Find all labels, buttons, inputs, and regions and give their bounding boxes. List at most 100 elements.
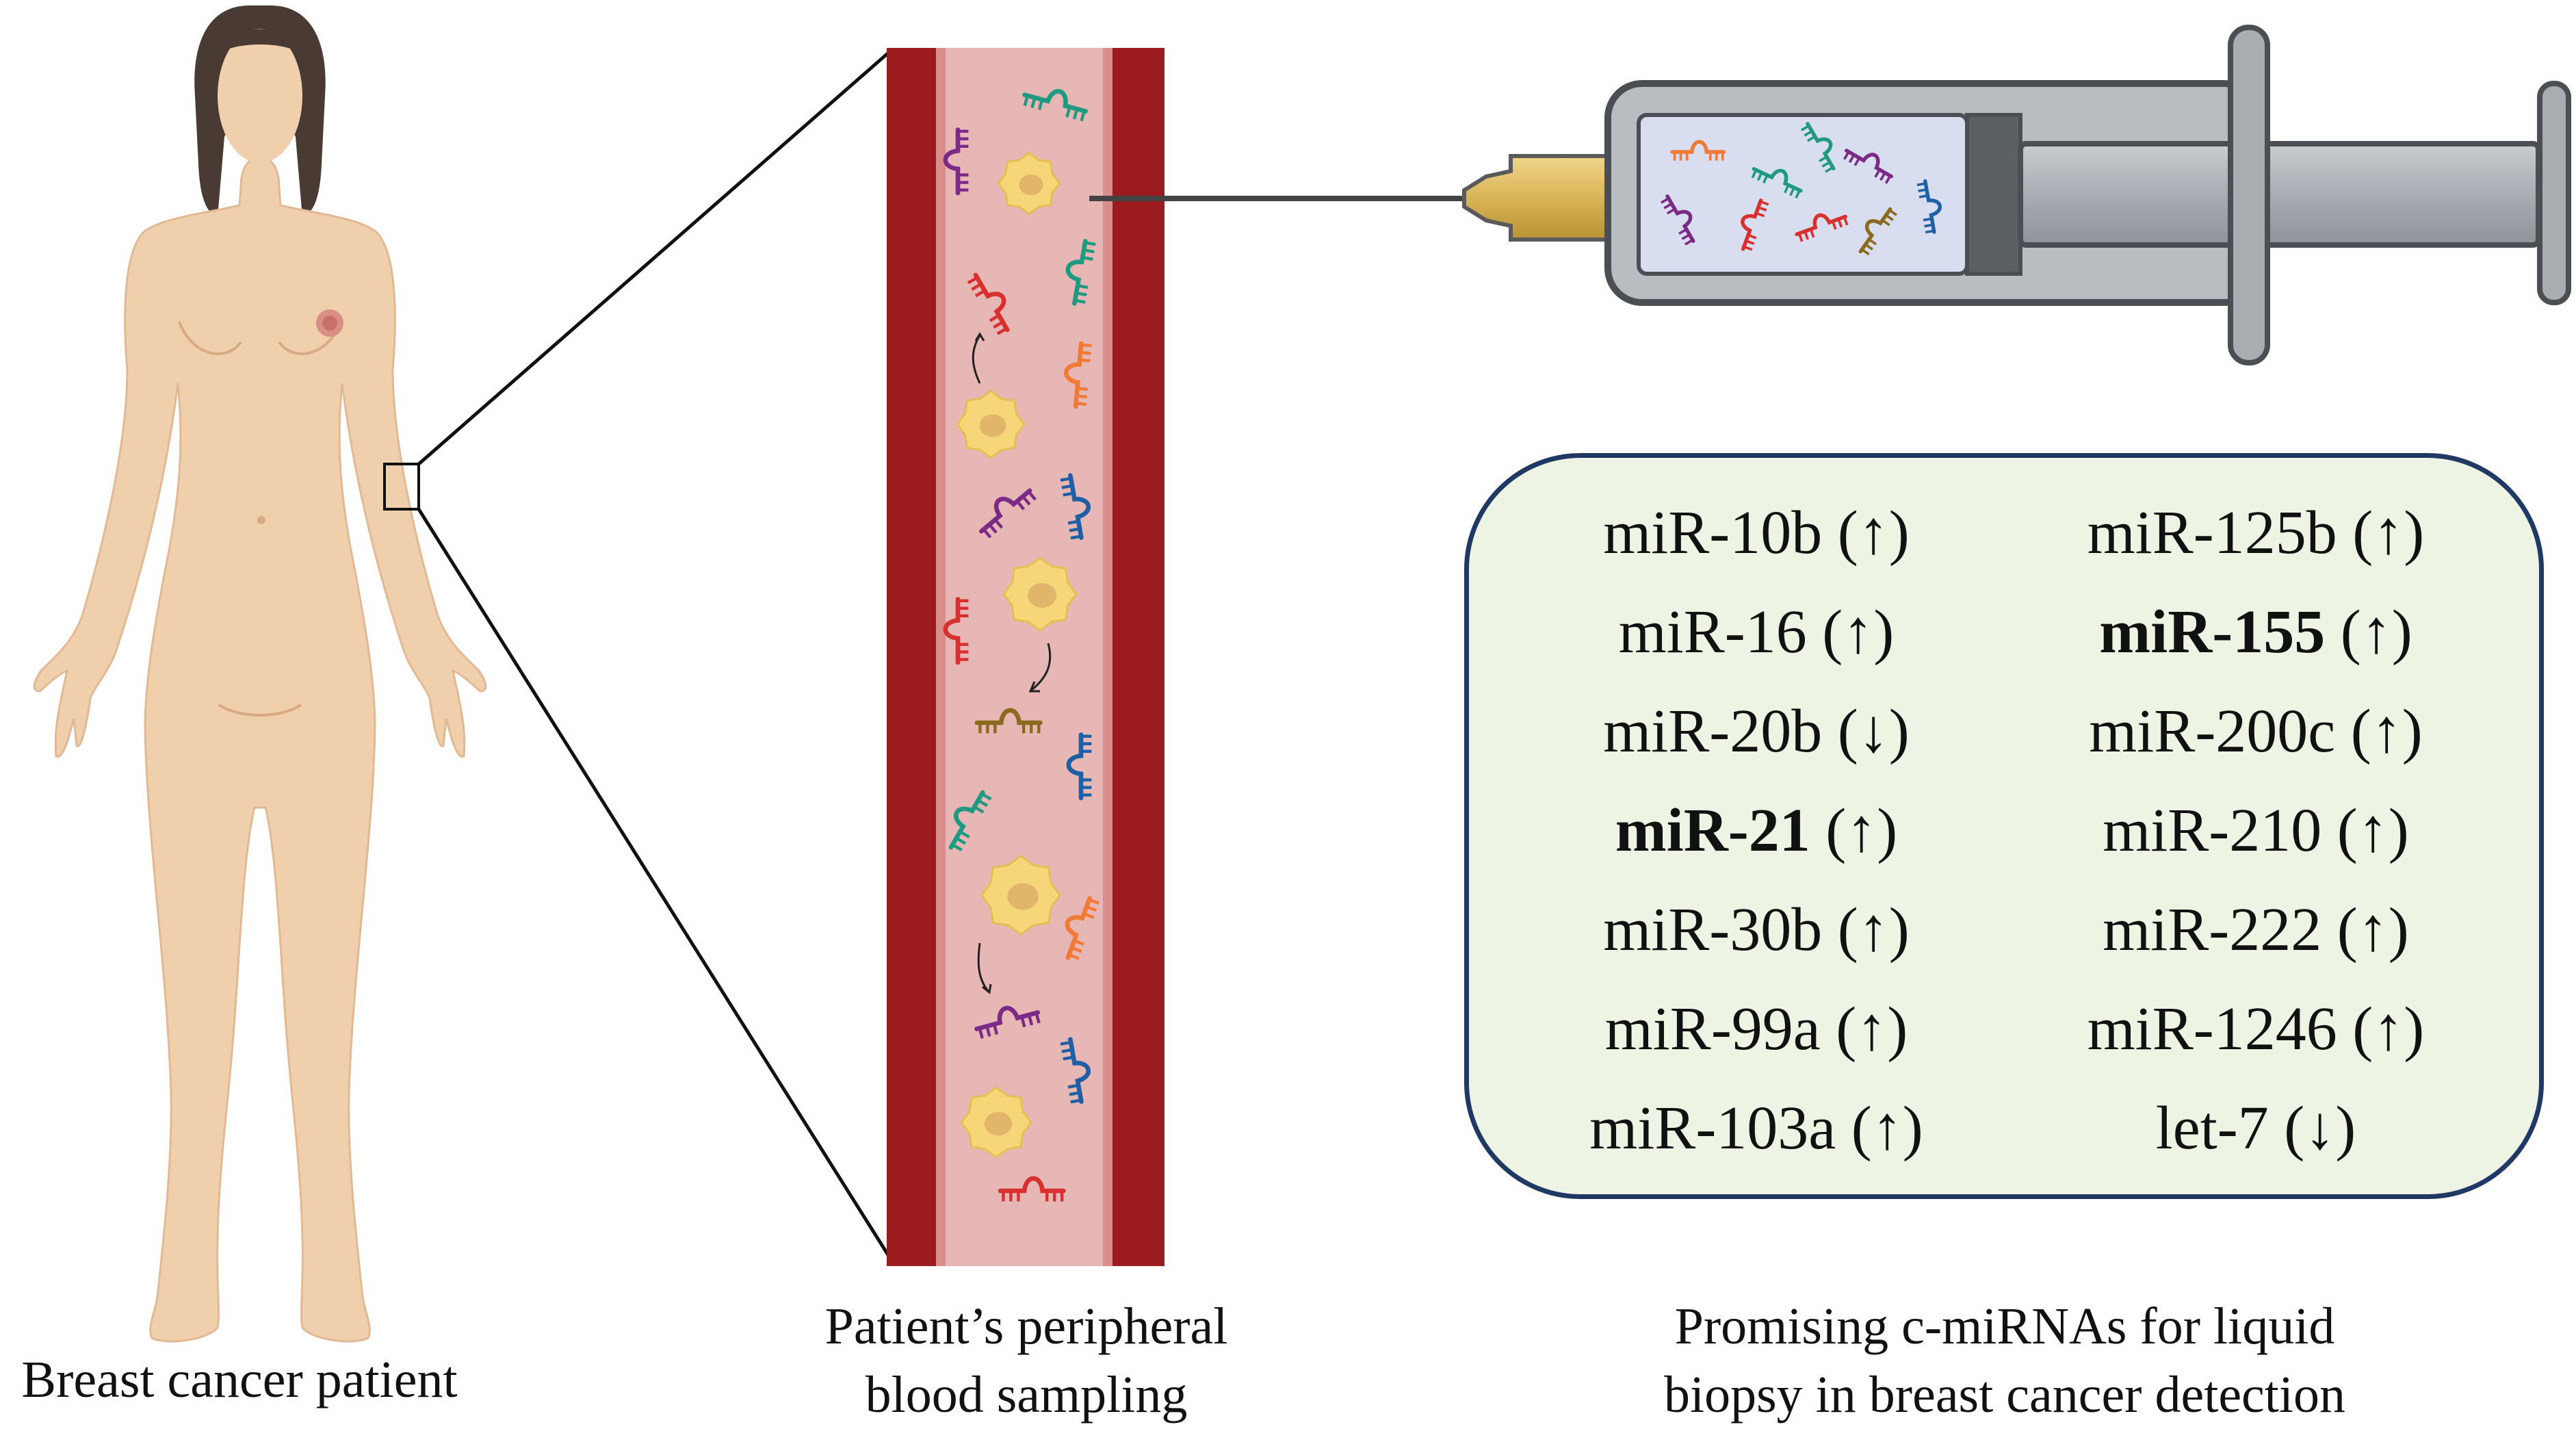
zoom-line-bottom: [417, 508, 893, 1261]
plunger-stopper: [1965, 113, 2022, 276]
mirna-strand: [1060, 1037, 1091, 1104]
mirna-name: miR-99a: [1604, 995, 1821, 1063]
expression-arrow: (↓): [1822, 697, 1910, 765]
expression-arrow: (↑): [2321, 797, 2409, 864]
mirna-strand: [1916, 179, 1942, 234]
blood-vessel: [887, 48, 1165, 1266]
tumor-cell: [980, 854, 1062, 936]
vessel-wall-right: [1113, 48, 1165, 1266]
mirna-caption-line2: biopsy in breast cancer detection: [1663, 1366, 2346, 1424]
mirna-strand: [1670, 140, 1726, 161]
patient-caption: Breast cancer patient: [0, 1346, 479, 1414]
vessel-lumen: [936, 48, 1113, 1266]
mirna-item: miR-10b (↑): [1517, 495, 1996, 571]
mirna-caption-line1: Promising c-miRNAs for liquid: [1674, 1298, 2335, 1355]
mirna-strand: [1795, 213, 1849, 242]
mirna-strand: [1060, 473, 1091, 540]
mirna-name: miR-30b: [1603, 896, 1823, 964]
mirna-item: miR-21 (↑): [1517, 793, 1996, 868]
expression-arrow: (↑): [2321, 896, 2409, 964]
mirna-item: miR-20b (↓): [1517, 694, 1996, 769]
mirna-name: miR-155: [2099, 598, 2326, 666]
expression-arrow: (↑): [1810, 797, 1898, 864]
thumb-press: [2537, 81, 2571, 305]
mirna-item: miR-99a (↑): [1517, 992, 1996, 1067]
expression-arrow: (↑): [1836, 1094, 1923, 1162]
mirna-name: miR-21: [1615, 797, 1810, 864]
mirna-item: miR-155 (↑): [2016, 595, 2495, 670]
mirna-strand: [974, 1005, 1041, 1039]
expression-arrow: (↑): [1820, 995, 1908, 1063]
patient-caption-text: Breast cancer patient: [21, 1351, 458, 1408]
mirna-item: miR-210 (↑): [2016, 793, 2495, 868]
circulating-mirnas: [943, 89, 1100, 1202]
finger-flange: [2228, 25, 2270, 365]
syringe: [1462, 25, 2571, 365]
mirna-item: miR-125b (↑): [2016, 495, 2495, 571]
plunger-rod: [2018, 141, 2541, 248]
tumor-cell: [997, 151, 1061, 216]
patient-figure: [33, 5, 487, 1343]
blood-sampling-caption: Patient’s peripheral blood sampling: [787, 1292, 1266, 1429]
mirna-item: miR-200c (↑): [2016, 694, 2495, 769]
mirna-strand: [978, 488, 1037, 539]
vessel-wall-left: [887, 48, 936, 1266]
mirna-strand: [998, 1176, 1066, 1202]
mirna-name: let-7: [2155, 1094, 2269, 1162]
mirna-name: miR-210: [2103, 797, 2322, 864]
mirna-strand: [1660, 194, 1695, 246]
mirna-strand: [943, 597, 969, 665]
mirna-strand: [1751, 167, 1803, 199]
mirna-strand: [1064, 341, 1092, 409]
tumor-cell: [960, 1086, 1032, 1159]
mirna-name: miR-10b: [1603, 499, 1823, 567]
mirna-item: let-7 (↓): [2016, 1091, 2495, 1166]
mirna-item: miR-1246 (↑): [2016, 992, 2495, 1067]
mirna-caption: Promising c-miRNAs for liquid biopsy in …: [1574, 1292, 2436, 1429]
expression-arrow: (↑): [2337, 995, 2425, 1063]
mirna-strand: [967, 272, 1010, 335]
head: [218, 29, 302, 163]
tumor-cell: [1002, 556, 1078, 632]
mirna-strand: [1741, 198, 1769, 251]
mirna-name: miR-20b: [1603, 697, 1823, 765]
mirna-item: miR-103a (↑): [1517, 1091, 1996, 1166]
needle-hub: [1462, 154, 1610, 242]
mirna-name: miR-222: [2103, 896, 2322, 964]
mirna-strand: [943, 127, 969, 196]
mirna-item: miR-16 (↑): [1517, 595, 1996, 670]
mirna-item: miR-222 (↑): [2016, 892, 2495, 968]
mirna-strand: [1066, 732, 1092, 801]
tumor-cell: [956, 389, 1026, 459]
sampling-site-box: [383, 463, 420, 511]
hair-front: [218, 29, 302, 55]
expression-arrow: (↑): [1822, 499, 1910, 567]
expression-arrow: (↑): [2337, 499, 2425, 567]
mirna-strand: [1858, 207, 1898, 256]
body: [33, 156, 487, 1343]
mirna-list-panel: miR-10b (↑)miR-16 (↑)miR-20b (↓)miR-21 (…: [1464, 453, 2544, 1199]
cell-migration-arrows: [972, 332, 1052, 994]
expression-arrow: (↑): [2325, 598, 2412, 666]
mirna-name: miR-200c: [2089, 697, 2336, 765]
tumor-cells: [956, 151, 1078, 1159]
mirna-strand: [974, 708, 1043, 734]
mirna-strand: [1065, 239, 1096, 306]
syringe-mirnas: [1660, 122, 1942, 256]
mirna-name: miR-16: [1618, 598, 1807, 666]
mirna-name: miR-103a: [1589, 1094, 1836, 1162]
mirna-strand: [1022, 89, 1089, 122]
mirna-strand: [1065, 896, 1100, 960]
mirna-strand: [1800, 122, 1836, 173]
mirna-name: miR-1246: [2087, 995, 2337, 1063]
mirna-strand: [948, 790, 992, 851]
blood-caption-line1: Patient’s peripheral: [824, 1298, 1228, 1355]
syringe-fluid: [1637, 113, 1969, 276]
mirna-strand: [1843, 149, 1893, 184]
blood-caption-line2: blood sampling: [865, 1366, 1188, 1424]
expression-arrow: (↑): [1822, 896, 1910, 964]
expression-arrow: (↓): [2268, 1094, 2356, 1162]
mirna-name: miR-125b: [2087, 499, 2337, 567]
